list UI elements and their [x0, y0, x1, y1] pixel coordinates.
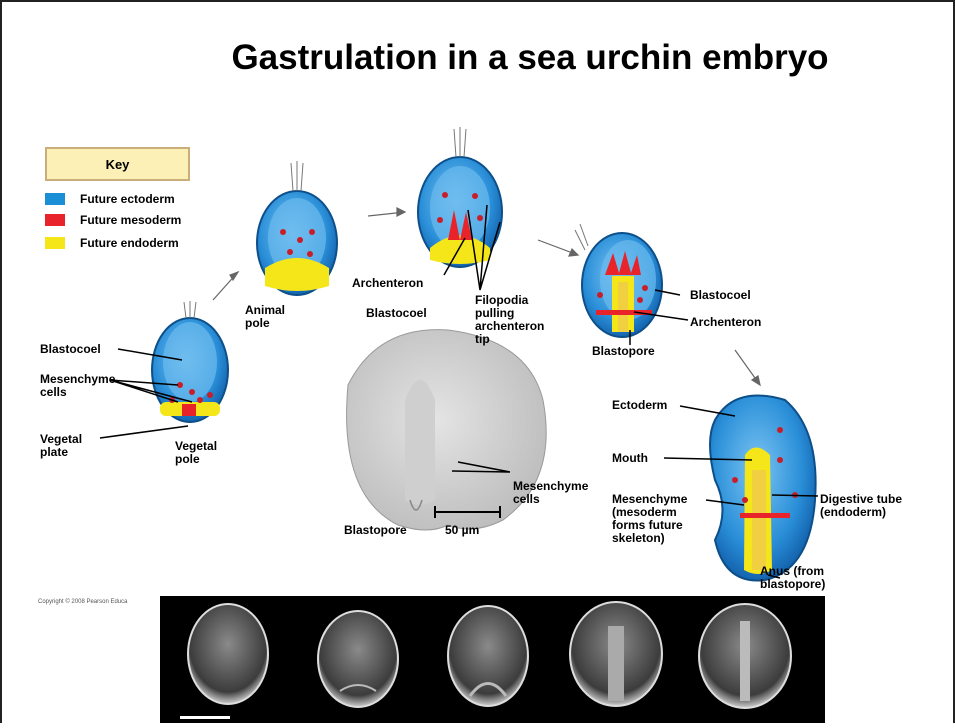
label-blastocoel-stage4: Blastocoel [690, 289, 751, 302]
sem-micrograph-strip [160, 596, 825, 723]
label-digestive-tube: Digestive tube (endoderm) [820, 493, 902, 519]
label-mesenchyme-cells-micrograph: Mesenchyme cells [513, 480, 588, 506]
copyright-notice: Copyright © 2008 Pearson Educa [38, 599, 127, 605]
embryo-stage-4 [575, 224, 662, 337]
label-blastopore-micrograph: Blastopore [344, 524, 407, 537]
label-animal-pole: Animal pole [245, 304, 285, 330]
embryo-stage-1 [152, 301, 228, 422]
label-vegetal-pole: Vegetal pole [175, 440, 217, 466]
label-archenteron-stage4: Archenteron [690, 316, 761, 329]
sem-embryo-1 [188, 604, 268, 704]
label-filopodia: Filopodia pulling archenteron tip [475, 294, 544, 346]
sem-embryo-2 [318, 611, 398, 707]
embryo-stage-2 [257, 161, 337, 295]
label-mesenchyme-cells-stage1: Mesenchyme cells [40, 373, 115, 399]
label-blastocoel-micrograph: Blastocoel [366, 307, 427, 320]
label-mouth: Mouth [612, 452, 648, 465]
label-archenteron-stage3: Archenteron [352, 277, 423, 290]
label-blastocoel-stage1: Blastocoel [40, 343, 101, 356]
embryo-stage-5 [710, 396, 816, 581]
label-scale: 50 µm [445, 524, 479, 537]
sem-micrographs [160, 596, 825, 723]
label-anus: Anus (from blastopore) [760, 565, 825, 591]
sem-embryo-5 [699, 604, 791, 708]
sem-embryo-4 [570, 602, 662, 706]
label-ectoderm: Ectoderm [612, 399, 667, 412]
sem-embryo-3 [448, 606, 528, 706]
sem-scale-bar [180, 716, 230, 719]
label-blastopore-stage4: Blastopore [592, 345, 655, 358]
label-vegetal-plate: Vegetal plate [40, 433, 82, 459]
label-mesenchyme-skeleton: Mesenchyme (mesoderm forms future skelet… [612, 493, 687, 545]
